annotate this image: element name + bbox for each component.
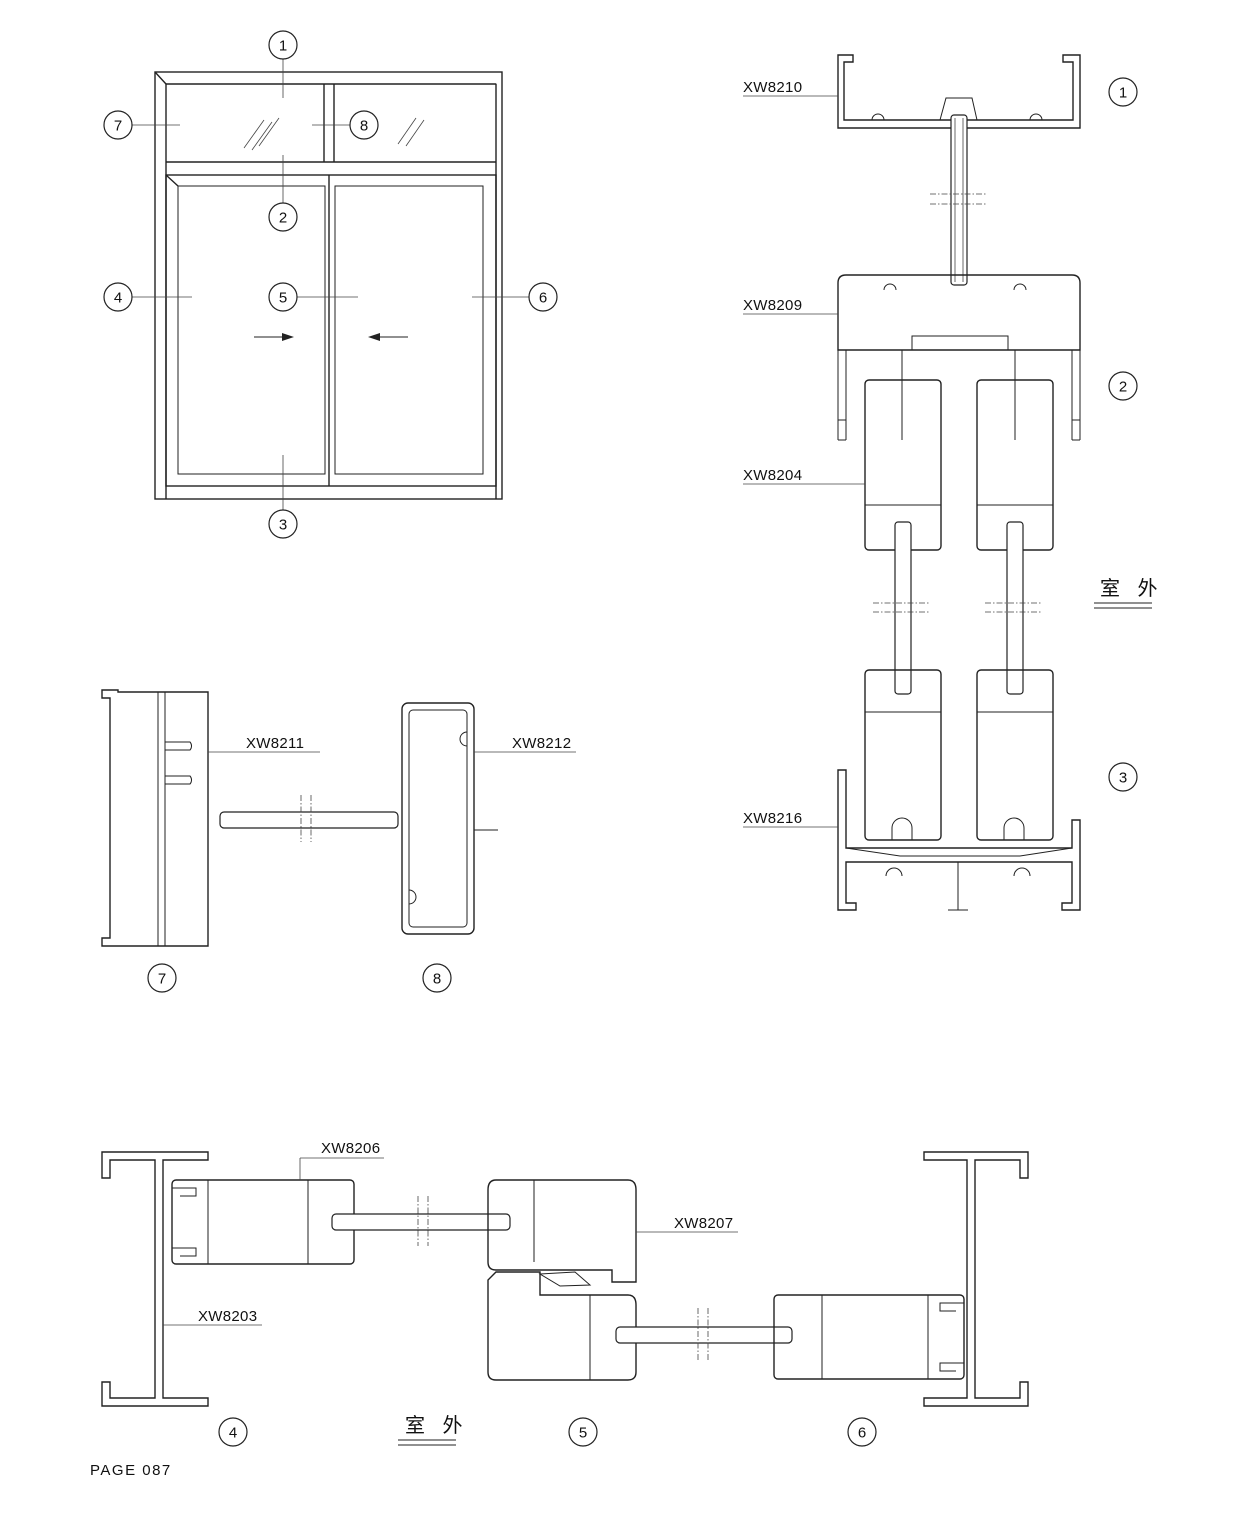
callout-3-section: 3 [1108,762,1138,792]
callout-8: 8 [349,110,379,140]
svg-text:8: 8 [433,971,441,988]
profile-code-xw8207: XW8207 [674,1215,733,1232]
profile-code-xw8206: XW8206 [321,1140,380,1157]
svg-text:7: 7 [158,971,166,988]
svg-text:5: 5 [279,290,287,307]
svg-text:室 外: 室 外 [1100,577,1164,600]
svg-text:8: 8 [360,118,368,135]
outdoor-label-bottom: 室 外 [398,1414,469,1446]
callout-2-section: 2 [1108,371,1138,401]
callout-3: 3 [268,509,298,539]
profile-code-xw8216: XW8216 [743,810,802,827]
svg-text:2: 2 [279,210,287,227]
callout-5: 5 [268,282,298,312]
svg-text:3: 3 [1119,770,1127,787]
svg-text:1: 1 [279,38,287,55]
svg-text:1: 1 [1119,85,1127,102]
window-elevation [131,58,529,511]
page-number: PAGE 087 [90,1462,172,1479]
outdoor-label-right: 室 外 [1094,577,1164,609]
svg-text:室 外: 室 外 [405,1414,469,1437]
profile-code-xw8204: XW8204 [743,467,802,484]
callout-1: 1 [268,30,298,60]
callout-2: 2 [268,202,298,232]
callout-8-section: 8 [422,963,452,993]
vertical-section [743,54,1081,911]
callout-7-section: 7 [147,963,177,993]
transom-section [101,689,576,947]
callout-6-section: 6 [847,1417,877,1447]
profile-code-xw8209: XW8209 [743,297,802,314]
callout-4: 4 [103,282,133,312]
svg-text:6: 6 [858,1425,866,1442]
profile-code-xw8210: XW8210 [743,79,802,96]
svg-text:4: 4 [229,1425,237,1442]
svg-text:4: 4 [114,290,122,307]
profile-code-xw8212: XW8212 [512,735,571,752]
profile-code-xw8203: XW8203 [198,1308,257,1325]
svg-text:2: 2 [1119,379,1127,396]
callout-7: 7 [103,110,133,140]
callout-5-section: 5 [568,1417,598,1447]
svg-text:5: 5 [579,1425,587,1442]
svg-text:7: 7 [114,118,122,135]
svg-text:3: 3 [279,517,287,534]
svg-text:6: 6 [539,290,547,307]
callout-1-section: 1 [1108,77,1138,107]
profile-code-xw8211: XW8211 [246,735,304,752]
callout-4-section: 4 [218,1417,248,1447]
callout-6: 6 [528,282,558,312]
horizontal-section [101,1151,1029,1407]
